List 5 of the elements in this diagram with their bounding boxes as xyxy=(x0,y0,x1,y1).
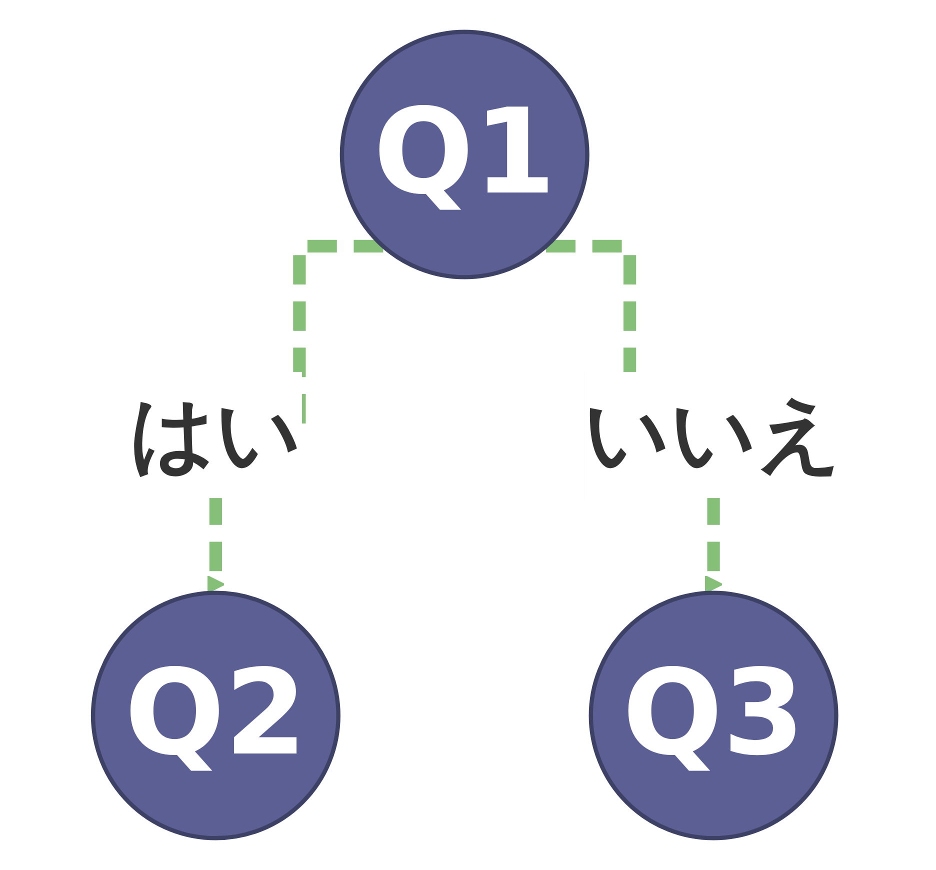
edge-label: いいえ xyxy=(584,386,843,484)
node-circle: Q3 xyxy=(588,590,838,840)
node-circle: Q2 xyxy=(90,590,340,840)
node-circle: Q1 xyxy=(340,30,590,280)
edge-label: はい xyxy=(129,386,302,484)
